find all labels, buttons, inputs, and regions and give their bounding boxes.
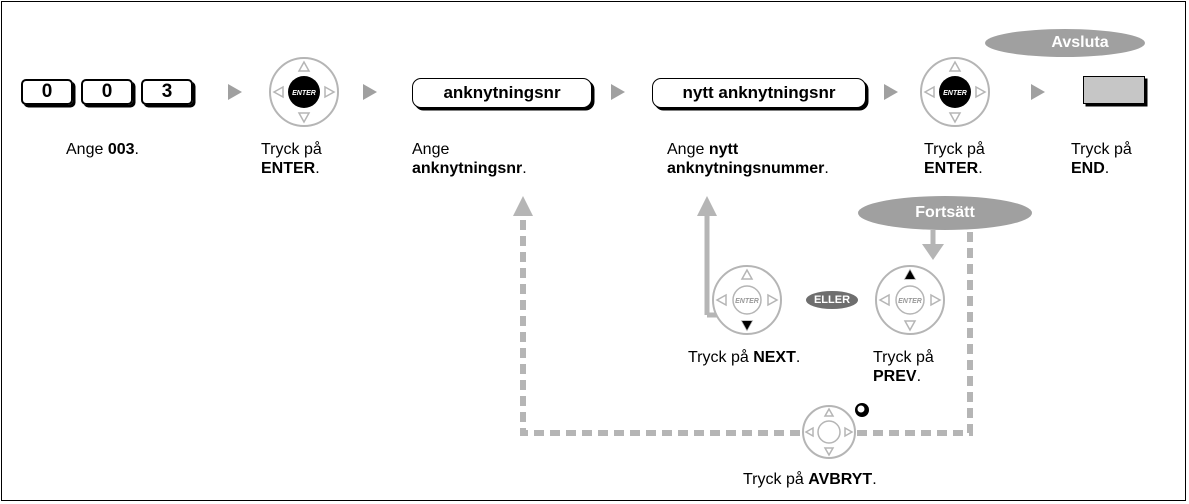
dial-key-3[interactable]: 3 xyxy=(141,79,193,105)
caption-bold: NEXT xyxy=(753,349,796,366)
caption-text: Tryck på xyxy=(688,349,754,366)
caption-bold: anknytningsnr xyxy=(412,160,523,177)
caption-bold: nytt xyxy=(708,141,739,158)
step-6-caption: Tryck på END. xyxy=(1071,140,1132,178)
step-2-caption: Tryck på ENTER. xyxy=(261,140,322,178)
caption-text: Tryck på xyxy=(1071,141,1132,158)
caption-bold: 003 xyxy=(107,141,135,158)
cancel-caption: Tryck på AVBRYT. xyxy=(743,470,877,489)
caption-text: . xyxy=(978,160,983,177)
caption-bold: PREV xyxy=(873,368,917,385)
caption-text: . xyxy=(134,141,139,158)
caption-text: . xyxy=(522,160,527,177)
caption-text: Tryck på xyxy=(924,141,985,158)
caption-bold: END xyxy=(1071,160,1105,177)
enter-key-label: ENTER xyxy=(292,90,316,97)
new-extension-number-field[interactable]: nytt anknytningsnr xyxy=(652,78,866,108)
down-arrow xyxy=(922,244,944,260)
caption-text: . xyxy=(872,471,877,488)
caption-text: . xyxy=(824,160,829,177)
caption-text: Ange xyxy=(412,141,450,158)
caption-text: . xyxy=(1104,160,1110,177)
caption-text: . xyxy=(315,160,320,177)
dial-key-0[interactable]: 0 xyxy=(21,79,73,105)
enter-key-icon[interactable] xyxy=(269,57,339,127)
caption-bold: ENTER xyxy=(261,160,316,177)
step-5-caption: Tryck på ENTER. xyxy=(924,140,985,178)
enter-key-label: ENTER xyxy=(943,90,967,97)
cancel-button-icon xyxy=(855,403,869,417)
flow-arrow-3 xyxy=(611,84,625,100)
enter-key-icon[interactable] xyxy=(920,57,990,127)
caption-text: Tryck på xyxy=(743,471,809,488)
caption-bold: ENTER xyxy=(924,160,979,177)
cancel-loop-dashed xyxy=(520,220,973,436)
caption-text: . xyxy=(916,368,922,385)
dial-key-0[interactable]: 0 xyxy=(81,79,133,105)
caption-bold: AVBRYT xyxy=(808,471,873,488)
next-caption: Tryck på NEXT. xyxy=(688,348,800,367)
enter-key-label: ENTER xyxy=(898,298,922,305)
step-3-caption: Ange anknytningsnr. xyxy=(412,140,527,178)
prev-key-icon[interactable] xyxy=(875,265,945,335)
up-arrow xyxy=(513,196,533,216)
or-badge: ELLER xyxy=(806,291,858,309)
flow-arrow-1 xyxy=(228,84,242,100)
end-key[interactable] xyxy=(1083,76,1145,104)
flow-arrow-5 xyxy=(1031,84,1045,100)
quit-label: Avsluta xyxy=(985,29,1145,57)
step-4-caption: Ange nytt anknytningsnummer. xyxy=(667,140,829,178)
caption-bold: anknytningsnummer xyxy=(667,160,825,177)
continue-label: Fortsätt xyxy=(858,196,1032,230)
flow-arrow-4 xyxy=(884,84,898,100)
prev-caption: Tryck på PREV. xyxy=(873,348,934,386)
caption-text: Ange xyxy=(667,141,709,158)
up-arrow xyxy=(697,196,717,216)
step-1-caption: Ange 003. xyxy=(66,140,139,159)
cancel-key-icon[interactable] xyxy=(802,405,856,459)
flow-arrow-2 xyxy=(363,84,377,100)
caption-text: Tryck på xyxy=(261,141,322,158)
extension-number-field[interactable]: anknytningsnr xyxy=(412,78,592,108)
caption-text: Tryck på xyxy=(873,349,934,366)
caption-text: . xyxy=(795,349,801,366)
enter-key-label: ENTER xyxy=(735,298,759,305)
caption-text: Ange xyxy=(66,141,108,158)
next-key-icon[interactable] xyxy=(712,265,782,335)
